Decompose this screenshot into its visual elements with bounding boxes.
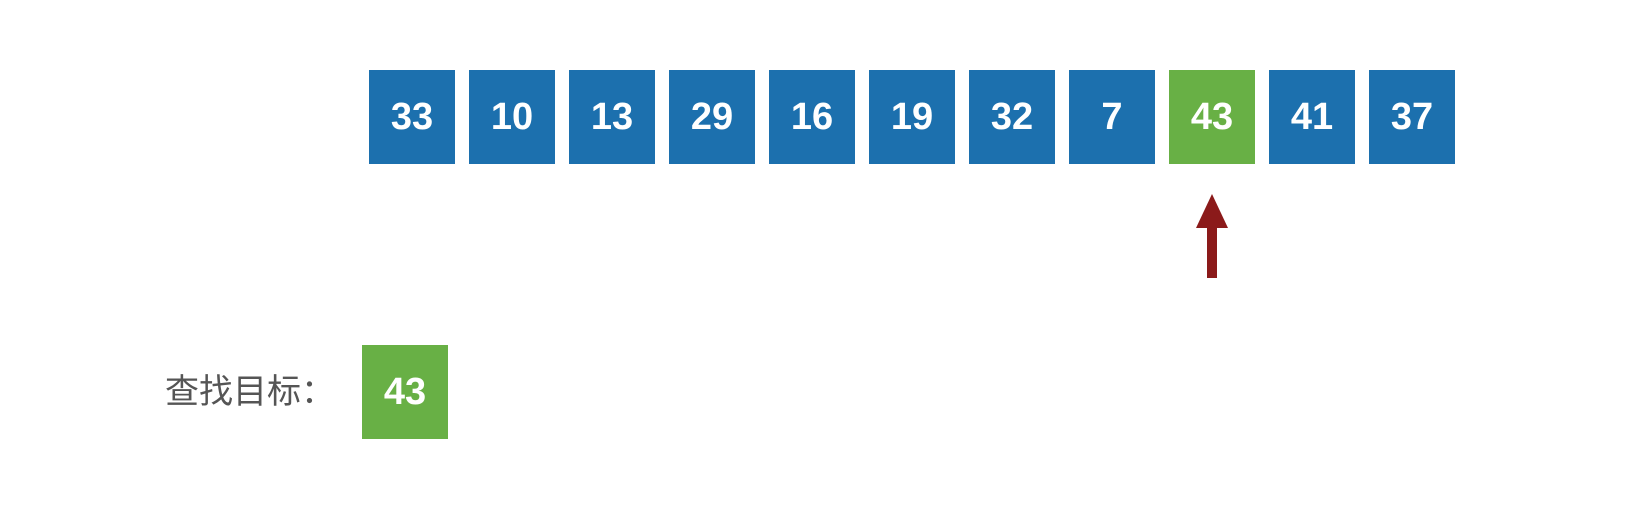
array-cell: 29 xyxy=(669,70,755,164)
target-label: 查找目标： xyxy=(165,372,335,412)
array-cell: 43 xyxy=(1169,70,1255,164)
pointer-arrow-icon xyxy=(1196,194,1228,278)
array-cell: 32 xyxy=(969,70,1055,164)
array-cell: 7 xyxy=(1069,70,1155,164)
array-cell: 10 xyxy=(469,70,555,164)
pointer-arrow-shaft xyxy=(1207,226,1217,278)
array-cell: 16 xyxy=(769,70,855,164)
array-cell: 19 xyxy=(869,70,955,164)
array-cell: 37 xyxy=(1369,70,1455,164)
pointer-arrow-head xyxy=(1196,194,1228,228)
array-cell: 13 xyxy=(569,70,655,164)
array-row: 33 10 13 29 16 19 32 7 43 41 37 xyxy=(369,70,1455,164)
target-value-box: 43 xyxy=(362,345,448,439)
array-cell: 33 xyxy=(369,70,455,164)
array-cell: 41 xyxy=(1269,70,1355,164)
